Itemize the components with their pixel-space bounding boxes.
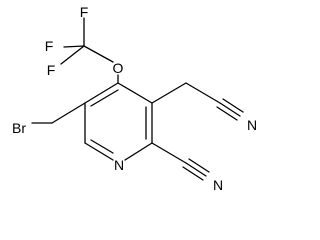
- oxygen-label: O: [113, 60, 124, 76]
- bond-cf3-f-left: [63, 45, 85, 48]
- bond-n1-c6: [84, 142, 114, 161]
- bond-c2-n1: [124, 142, 153, 161]
- bond-c5-c4: [84, 82, 119, 104]
- bond-c4-c3: [117, 82, 153, 104]
- bond-o-cf3: [83, 45, 114, 63]
- nitrile-nitrogen-right-label: N: [247, 117, 257, 133]
- bond-n1-c6-inner: [90, 139, 114, 154]
- fluorine-left-label: F: [45, 38, 54, 54]
- bond-c2-nitrile-triple-c: [182, 166, 204, 181]
- structure-diagram: F F F O Br N N N: [12, 4, 257, 193]
- bond-c2-nitrile-triple-a: [185, 162, 207, 177]
- bond-c2-cn: [151, 142, 187, 164]
- bond-c5-c4-inner: [90, 89, 119, 107]
- bond-c5-ch2: [51, 102, 86, 124]
- bond-ch2-cn: [185, 82, 221, 104]
- bond-nitrile-triple-c: [216, 106, 238, 121]
- molecule-drawing: F F F O Br N N N: [12, 4, 257, 193]
- bond-c2-nitrile-triple-b: [188, 158, 210, 173]
- nitrile-nitrogen-bottom-label: N: [213, 177, 223, 193]
- fluorine-top-label: F: [80, 4, 89, 20]
- fluorine-bottom-label: F: [47, 62, 56, 78]
- bromine-label: Br: [12, 120, 26, 136]
- bond-nitrile-triple-b: [222, 98, 244, 113]
- bond-cf3-f-bottom: [60, 45, 85, 65]
- ring-nitrogen-label: N: [114, 157, 124, 173]
- bond-c3-ch2: [151, 82, 187, 104]
- bond-nitrile-triple-a: [219, 102, 241, 117]
